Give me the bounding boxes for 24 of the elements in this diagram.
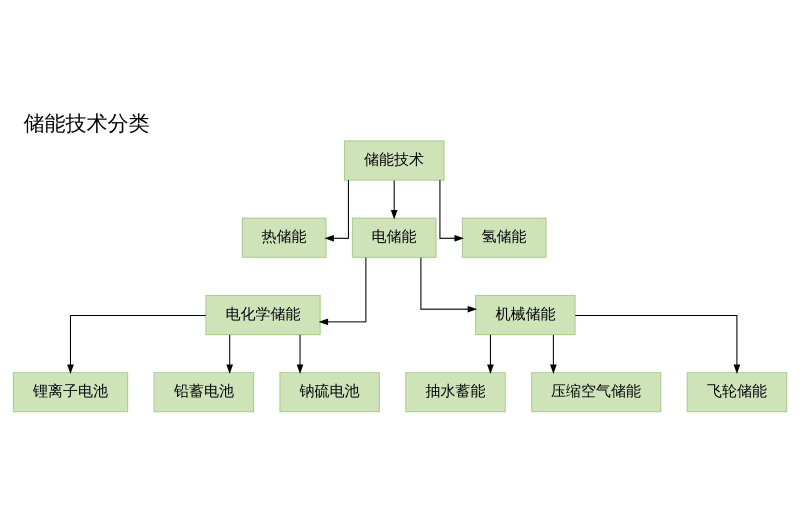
arrow	[226, 334, 234, 374]
node-box: 压缩空气储能	[531, 372, 662, 412]
arrow	[550, 334, 557, 374]
arrow	[420, 257, 478, 312]
node-box: 储能技术	[344, 140, 444, 180]
node-box: 电储能	[352, 217, 436, 258]
node-box: 锂离子电池	[12, 372, 128, 412]
arrow	[487, 334, 494, 374]
arrow	[390, 180, 398, 220]
node-box: 热储能	[242, 217, 326, 258]
arrow	[575, 314, 740, 374]
arrow	[296, 334, 304, 374]
arrow	[318, 257, 366, 325]
node-box: 机械储能	[475, 294, 576, 335]
node-box: 钠硫电池	[279, 372, 380, 412]
arrow	[324, 180, 349, 242]
diagram-title: 储能技术分类	[23, 110, 150, 135]
node-box: 铅蓄电池	[154, 372, 254, 412]
arrow	[439, 180, 464, 242]
node-box: 抽水蓄能	[405, 372, 506, 412]
node-box: 电化学储能	[205, 294, 321, 335]
node-box: 飞轮储能	[686, 372, 788, 412]
node-box: 氢储能	[462, 217, 546, 258]
arrow	[67, 314, 206, 374]
